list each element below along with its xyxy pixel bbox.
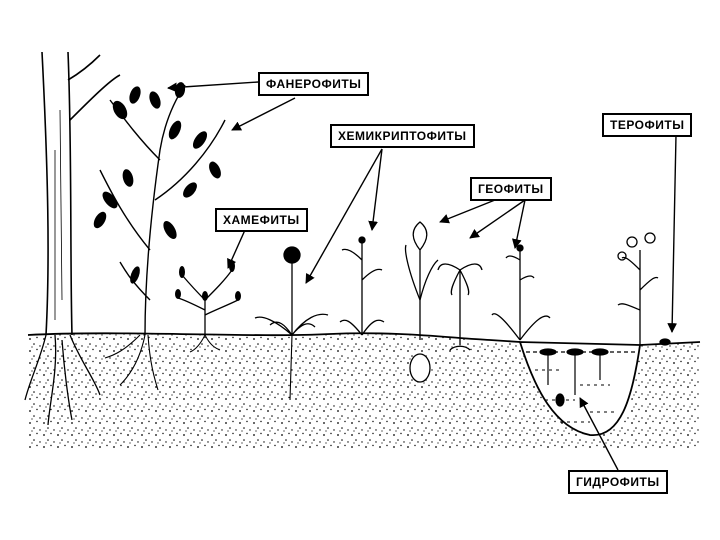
label-geophytes: ГЕОФИТЫ (470, 177, 552, 201)
label-hemicryptophytes: ХЕМИКРИПТОФИТЫ (330, 124, 475, 148)
arrow-geophytes-3 (515, 200, 525, 248)
label-chamaephytes: ХАМЕФИТЫ (215, 208, 308, 232)
label-hydrophytes: ГИДРОФИТЫ (568, 470, 668, 494)
arrow-therophytes (672, 135, 676, 332)
arrow-phanerophytes-2 (232, 98, 295, 130)
label-phanerophytes: ФАНЕРОФИТЫ (258, 72, 369, 96)
label-therophytes: ТЕРОФИТЫ (602, 113, 692, 137)
arrow-geophytes-2 (470, 200, 525, 238)
therophyte-illustration (618, 233, 670, 345)
arrow-hemicryptophytes-1 (306, 149, 382, 283)
arrow-hemicryptophytes-2 (372, 149, 382, 230)
arrow-chamaephytes (228, 230, 245, 268)
arrow-geophytes-1 (440, 200, 495, 222)
